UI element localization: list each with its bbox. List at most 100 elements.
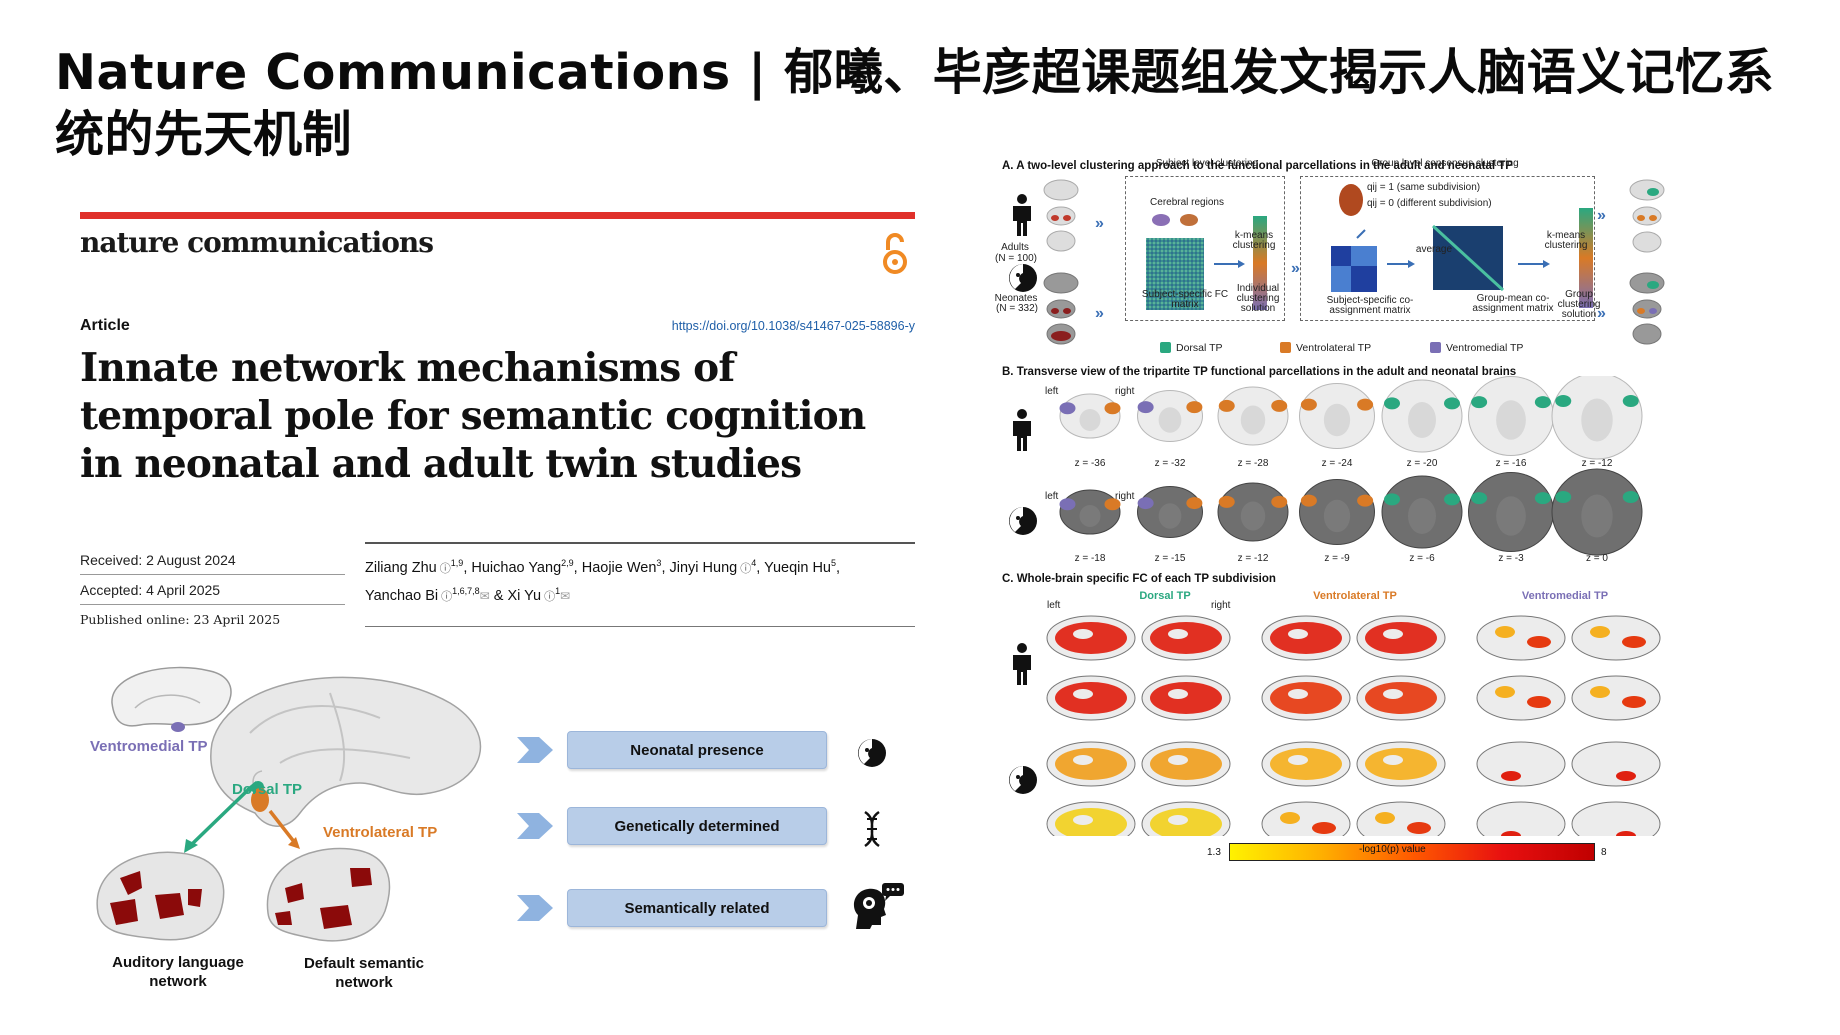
q0-label: qij = 0 (different subdivision) — [1367, 198, 1492, 209]
adult-person-icon — [1013, 409, 1031, 451]
kmeans-label-2: k-means clustering — [1544, 230, 1588, 251]
author-name: Ziliang Zhu — [365, 559, 437, 576]
ventrolateral-label: Ventrolateral TP — [323, 824, 438, 841]
adult-person-icon — [1013, 194, 1031, 236]
colorbar — [1229, 843, 1595, 861]
genetically-determined-pill: Genetically determined — [567, 807, 827, 845]
fc-brain-map — [1571, 675, 1661, 721]
doi-link[interactable]: https://doi.org/10.1038/s41467-025-58896… — [671, 319, 915, 333]
neonate-z-label: z = -18 — [1074, 553, 1106, 564]
adult-z-label: z = -28 — [1237, 458, 1269, 469]
fc-brain-map — [1141, 741, 1231, 787]
default-semantic-label: Default semantic network — [303, 955, 425, 991]
whole-brain-fc-graphic — [1046, 615, 1661, 836]
fc-brain-map — [1261, 675, 1351, 721]
panel-c-title: C. Whole-brain specific FC of each TP su… — [1002, 573, 1276, 585]
article-title: Innate network mechanisms of temporal po… — [80, 345, 866, 487]
column-ventromedial: Ventromedial TP — [1521, 590, 1609, 602]
fc-brain-map — [1356, 615, 1446, 661]
article-type: Article — [80, 317, 130, 334]
panel-b-left-label: left — [1045, 386, 1059, 397]
auditory-network-label: Auditory language network — [112, 954, 244, 990]
tp-network-schematic: Ventromedial TP Dorsal TP Ventrolateral … — [80, 663, 940, 1035]
fc-brain-map — [1141, 675, 1231, 721]
kmeans-label-1: k-means clustering — [1232, 230, 1276, 251]
legend-swatch-ventrolateral — [1280, 342, 1291, 353]
neonate-slice — [1468, 472, 1554, 552]
neonatal-presence-pill: Neonatal presence — [567, 731, 827, 769]
neonate-slice — [1217, 482, 1289, 542]
open-access-icon — [883, 233, 907, 274]
panel-b-title: B. Transverse view of the tripartite TP … — [1002, 366, 1517, 378]
neonate-slice — [1059, 489, 1121, 535]
legend-swatch-dorsal — [1160, 342, 1171, 353]
subject-level-box — [1125, 176, 1285, 321]
author-name: Yanchao Bi — [365, 587, 439, 604]
neonate-z-label: z = -9 — [1324, 553, 1350, 564]
legend-ventrolateral: Ventrolateral TP — [1296, 342, 1372, 354]
column-dorsal: Dorsal TP — [1139, 590, 1191, 602]
neonate-icon — [1009, 766, 1037, 794]
orcid-icon: ⓘ — [737, 562, 752, 575]
adult-person-icon — [1013, 643, 1031, 685]
ventromedial-label: Ventromedial TP — [90, 738, 208, 755]
transverse-slices-graphic — [1059, 376, 1643, 556]
neonate-icon — [1009, 507, 1037, 535]
group-mean-label: Group-mean co-assignment matrix — [1472, 293, 1554, 314]
fc-brain-map — [1261, 741, 1351, 787]
colorbar-max: 8 — [1601, 847, 1607, 858]
neonate-z-label: z = -3 — [1498, 553, 1524, 564]
orcid-icon: ⓘ — [436, 562, 451, 575]
coassign-label: Subject-specific co-assignment matrix — [1326, 295, 1414, 316]
neonate-z-label: z = -12 — [1237, 553, 1269, 564]
subject-level-title: Subject level clustering — [1155, 158, 1259, 169]
legend-dorsal: Dorsal TP — [1176, 342, 1223, 354]
orcid-icon: ⓘ — [541, 590, 556, 603]
fc-brain-map — [1356, 741, 1446, 787]
fc-brain-map — [1356, 801, 1446, 836]
fc-brain-map — [1476, 741, 1566, 787]
fc-brain-map — [1141, 801, 1231, 836]
svg-text:»: » — [1597, 207, 1606, 224]
chevron-right-icon — [517, 813, 553, 839]
adult-slice — [1299, 383, 1375, 449]
email-icon: ✉ — [560, 588, 571, 603]
slide-title: Nature Communications | 郁曦、毕彦超课题组发文揭示人脑语… — [55, 44, 1775, 163]
individual-solution-label: Individual clustering solution — [1236, 283, 1280, 314]
svg-text:»: » — [1095, 305, 1104, 322]
fc-brain-map — [1571, 801, 1661, 836]
fc-brain-map — [1046, 615, 1136, 661]
authors-bottom-rule — [365, 626, 915, 627]
neonate-slice — [1137, 486, 1203, 538]
received-date: Received: 2 August 2024 — [80, 552, 345, 575]
neonate-icon — [1009, 264, 1037, 292]
adult-z-label: z = -36 — [1074, 458, 1106, 469]
fc-brain-map — [1356, 675, 1446, 721]
neonate-slice — [1381, 475, 1463, 549]
average-label: average — [1415, 244, 1453, 255]
neonate-slice — [1299, 479, 1375, 545]
group-level-title: Group level consensus clustering — [1371, 158, 1519, 169]
svg-text:»: » — [1291, 260, 1300, 277]
neonate-z-label: z = -15 — [1154, 553, 1186, 564]
adult-slice — [1059, 393, 1121, 439]
fc-brain-map — [1261, 615, 1351, 661]
chevron-right-icon — [517, 737, 553, 763]
lateral-brain-icon — [210, 676, 482, 827]
fc-brain-map — [1046, 741, 1136, 787]
orcid-icon: ⓘ — [438, 590, 453, 603]
legend-ventromedial: Ventromedial TP — [1446, 342, 1524, 354]
q1-label: qij = 1 (same subdivision) — [1367, 182, 1481, 193]
svg-text:»: » — [1597, 305, 1606, 322]
adult-z-label: z = -20 — [1406, 458, 1438, 469]
group-solution-label: Group clustering solution — [1557, 289, 1601, 320]
cerebral-regions-label: Cerebral regions — [1150, 197, 1224, 208]
fc-brain-map — [1571, 741, 1661, 787]
email-icon: ✉ — [479, 588, 490, 603]
fc-brain-map — [1261, 801, 1351, 836]
adult-z-label: z = -12 — [1581, 458, 1613, 469]
neonate-brain-thumbnails — [1043, 272, 1079, 345]
author-name: Huichao Yang — [471, 559, 562, 576]
neonates-label: Neonates — [994, 293, 1038, 304]
neonate-z-label: z = -6 — [1409, 553, 1435, 564]
